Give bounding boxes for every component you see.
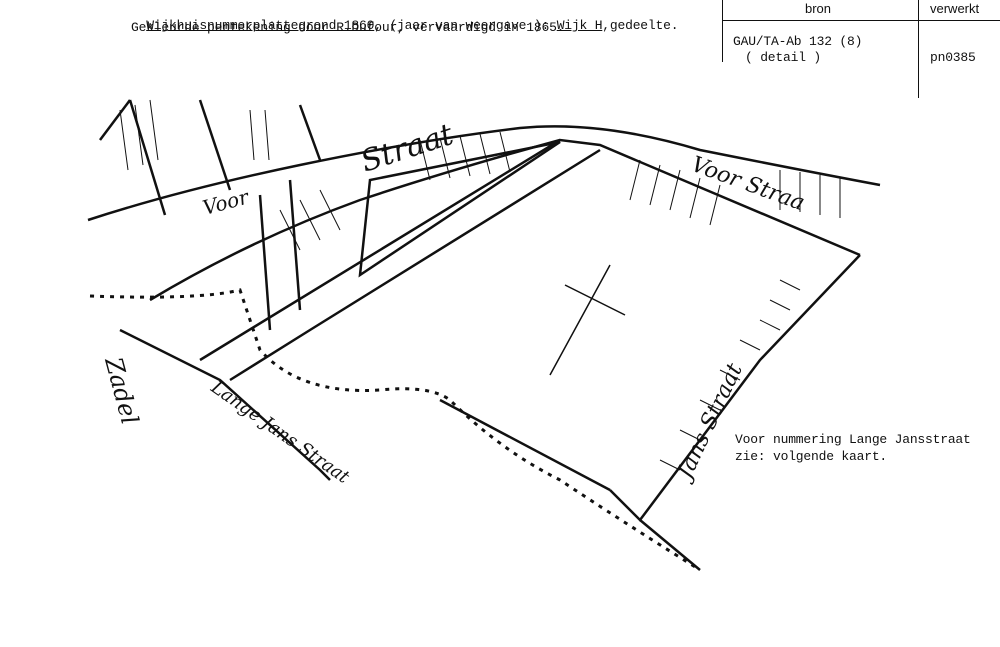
column-header-bron: bron [805, 1, 832, 16]
numbering-note-line1: Voor nummering Lange Jansstraat [735, 432, 971, 447]
column-header-verwerkt: verwerkt [930, 1, 980, 16]
plot-hatching [119, 99, 841, 471]
title-part: ,gedeelte. [602, 18, 679, 33]
boundary-dotted-line [89, 288, 701, 572]
map-label-voor: Voor [200, 184, 252, 220]
title-plan-name: Wijkhuisnummerplattegrond 1860 [146, 18, 375, 33]
map-label-lange-jans: Lange Jans Straat [206, 376, 353, 488]
map-label-voorstraat: Straat [357, 117, 459, 180]
verwerkt-value: pn0385 [930, 50, 976, 65]
document-subtitle: Gekleurde pentekening door R.Dufour, ver… [131, 20, 565, 35]
map-label-lower-right: Jans Straat [671, 360, 748, 487]
table-left-border [722, 0, 723, 62]
table-column-divider [918, 0, 919, 98]
title-year-note: , (jaar van weergave ): [374, 18, 557, 33]
map-label-left-street: Zadel [99, 353, 144, 427]
title-wijk: Wijk H [556, 18, 603, 33]
bron-value-line2: ( detail ) [745, 50, 822, 65]
document-title: Wijkhuisnummerplattegrond 1860, (jaar va… [131, 3, 678, 33]
table-header-divider [722, 20, 1000, 21]
numbering-note-line2: zie: volgende kaart. [735, 449, 888, 464]
street-outlines [87, 99, 881, 571]
bron-value-line1: GAU/TA-Ab 132 (8) [733, 34, 863, 49]
north-arrow-icon [549, 264, 626, 376]
